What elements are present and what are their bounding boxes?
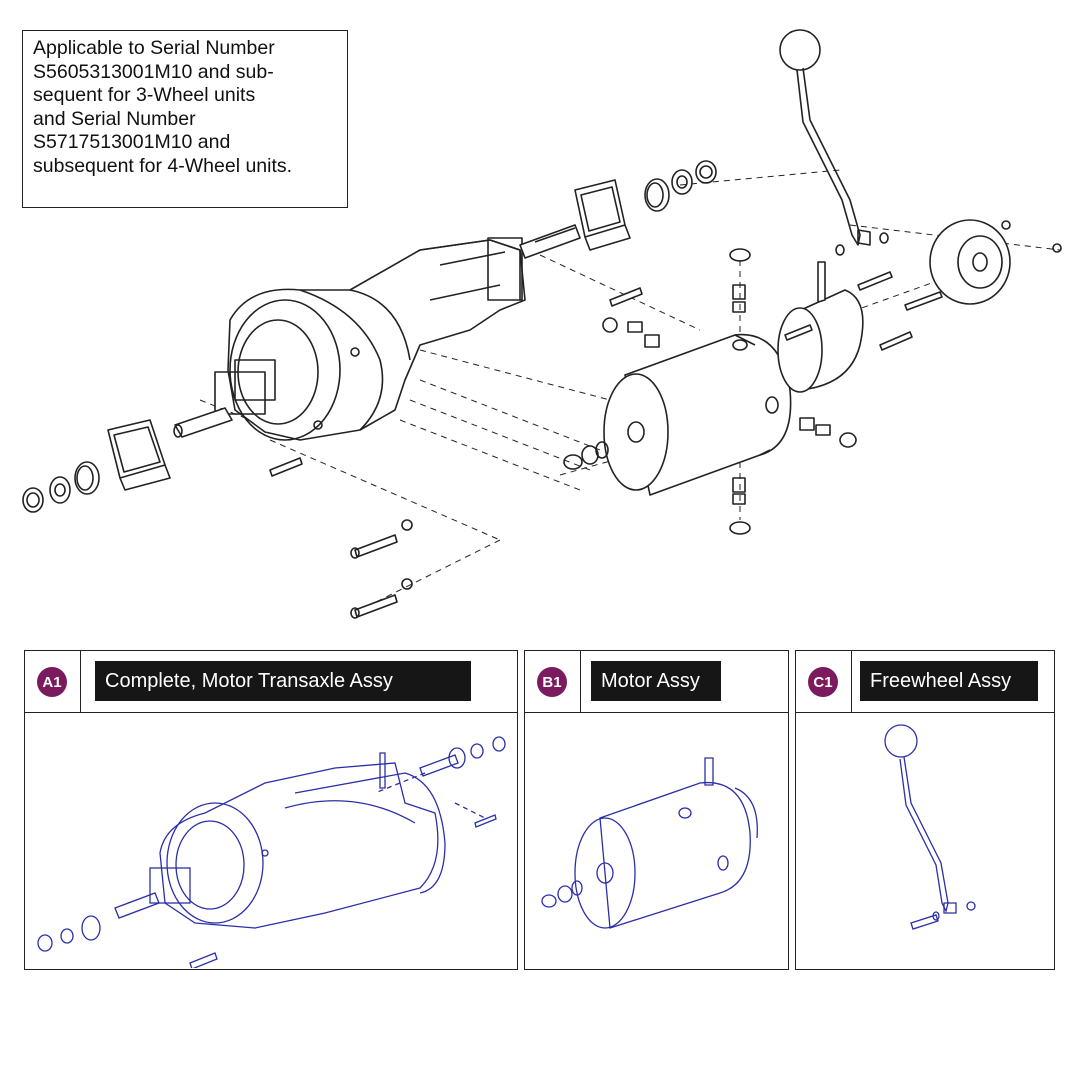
note-line: and Serial Number — [33, 107, 196, 130]
panel-b1[interactable]: B1 Motor Assy — [524, 650, 789, 970]
motor-end-bracket — [777, 261, 864, 393]
panel-code-badge: B1 — [537, 667, 567, 697]
panel-header: C1 Freewheel Assy — [796, 651, 1054, 713]
right-square-cover — [574, 179, 631, 251]
note-line: subsequent for 4-Wheel units. — [33, 154, 293, 177]
panel-thumbnail — [796, 713, 1054, 969]
panel-code-badge: C1 — [808, 667, 838, 697]
panel-title: Complete, Motor Transaxle Assy — [95, 661, 471, 701]
transaxle-housing — [227, 237, 526, 441]
key-left — [269, 457, 303, 477]
motor-assembly-thumbnail — [541, 757, 758, 929]
brush-parts — [563, 248, 857, 535]
panel-header: A1 Complete, Motor Transaxle Assy — [25, 651, 517, 713]
panel-title: Motor Assy — [591, 661, 721, 701]
panel-c1[interactable]: C1 Freewheel Assy — [795, 650, 1055, 970]
divider — [80, 651, 81, 712]
note-line: sequent for 3-Wheel units — [33, 84, 256, 106]
freewheel-assembly-thumbnail — [884, 724, 976, 930]
brake-cover — [929, 219, 1011, 305]
exploded-view-diagram — [22, 29, 1062, 619]
applicability-note: Applicable to Serial Number S5605313001M… — [22, 30, 348, 208]
panel-a1[interactable]: A1 Complete, Motor Transaxle Assy — [24, 650, 518, 970]
motor-transaxle-assembly-thumbnail — [37, 736, 506, 968]
motor-body — [603, 333, 792, 496]
right-axle — [519, 224, 581, 259]
mounting-bolts — [350, 519, 413, 619]
left-washers — [22, 461, 100, 513]
divider — [851, 651, 852, 712]
left-square-cover — [107, 419, 171, 491]
divider — [580, 651, 581, 712]
right-washers — [644, 160, 717, 212]
key-right — [609, 287, 643, 307]
freewheel-lever — [779, 29, 871, 246]
panel-thumbnail — [25, 713, 517, 969]
panel-thumbnail — [525, 713, 788, 969]
panel-header: B1 Motor Assy — [525, 651, 788, 713]
note-line: S5605313001M10 and sub- — [33, 60, 274, 83]
left-axle — [173, 359, 276, 438]
note-line: Applicable to Serial Number — [33, 37, 275, 59]
panel-title: Freewheel Assy — [860, 661, 1038, 701]
panel-code-badge: A1 — [37, 667, 67, 697]
note-line: S5717513001M10 and — [33, 131, 231, 153]
screws — [784, 220, 1062, 351]
